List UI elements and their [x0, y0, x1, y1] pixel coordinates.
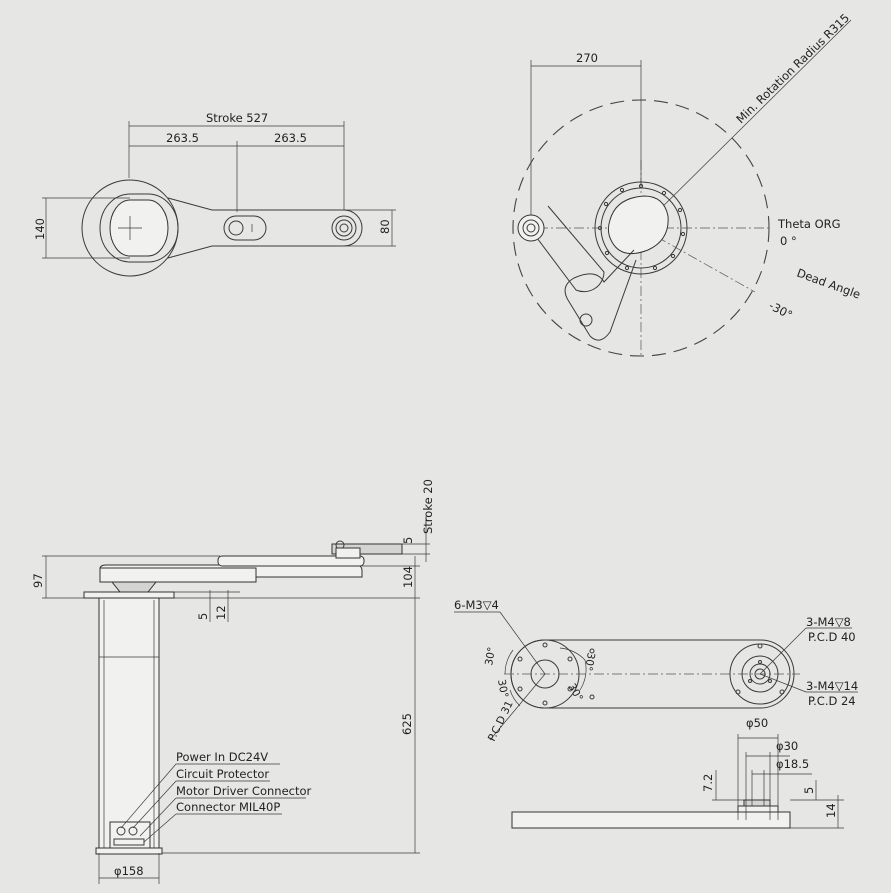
angle-30a: 30°	[483, 646, 498, 666]
detail-view: 6-M3▽4 30° 30° 30° 30° P.C.D 31 3-M4▽8 P…	[454, 598, 858, 829]
d5-label: 5	[802, 787, 816, 794]
angle-30b: 30°	[495, 678, 510, 698]
side-5-label: 5	[401, 537, 415, 544]
connector-mil40p: Connector MIL40P	[176, 800, 280, 814]
side-104-label: 104	[401, 566, 415, 588]
side-97-label: 97	[31, 573, 45, 588]
half-left-label: 263.5	[166, 131, 199, 145]
rotation-view: 270 Min. Rotation Radius R315 Theta ORG …	[512, 11, 862, 358]
pcd24-label: P.C.D 24	[808, 694, 856, 708]
angle-30d: 30°	[582, 651, 597, 671]
dead-angle-label: Dead Angle	[795, 266, 862, 302]
d185-label: φ18.5	[776, 757, 809, 771]
pcd40-label: P.C.D 40	[808, 630, 856, 644]
d30-label: φ30	[776, 739, 798, 753]
side-158-label: φ158	[114, 864, 144, 878]
connector-power: Power In DC24V	[176, 750, 268, 764]
side-5b-label: 5	[196, 613, 210, 620]
zero-deg-label: 0 °	[780, 234, 797, 248]
top-view: Stroke 527 263.5 263.5 140 80	[33, 111, 396, 277]
side-view: Stroke 20 5 97 104 5 12 625 φ158 Power I…	[31, 479, 435, 884]
holes-m3-label: 6-M3▽4	[454, 598, 499, 612]
half-right-label: 263.5	[274, 131, 307, 145]
connector-protector: Circuit Protector	[176, 767, 269, 781]
theta-org-label: Theta ORG	[777, 217, 841, 231]
neg30-label: -30°	[767, 298, 795, 322]
tip-width-label: 80	[378, 219, 392, 234]
connector-motor: Motor Driver Connector	[176, 784, 312, 798]
side-12-label: 12	[214, 605, 228, 620]
m4-14-label: 3-M4▽14	[806, 679, 858, 693]
d72-label: 7.2	[701, 774, 715, 792]
angle-30c: 30°	[565, 682, 585, 704]
stroke20-label: Stroke 20	[421, 479, 435, 534]
d50-label: φ50	[746, 716, 768, 730]
stroke-label: Stroke 527	[206, 111, 268, 125]
min-radius-label: Min. Rotation Radius R315	[733, 11, 852, 126]
pcd31-label: P.C.D 31	[486, 699, 516, 743]
side-625-label: 625	[400, 713, 414, 735]
width-140-label: 140	[33, 218, 47, 240]
m4-8-label: 3-M4▽8	[806, 615, 851, 629]
d14-label: 14	[824, 803, 838, 818]
width-270-label: 270	[576, 51, 598, 65]
